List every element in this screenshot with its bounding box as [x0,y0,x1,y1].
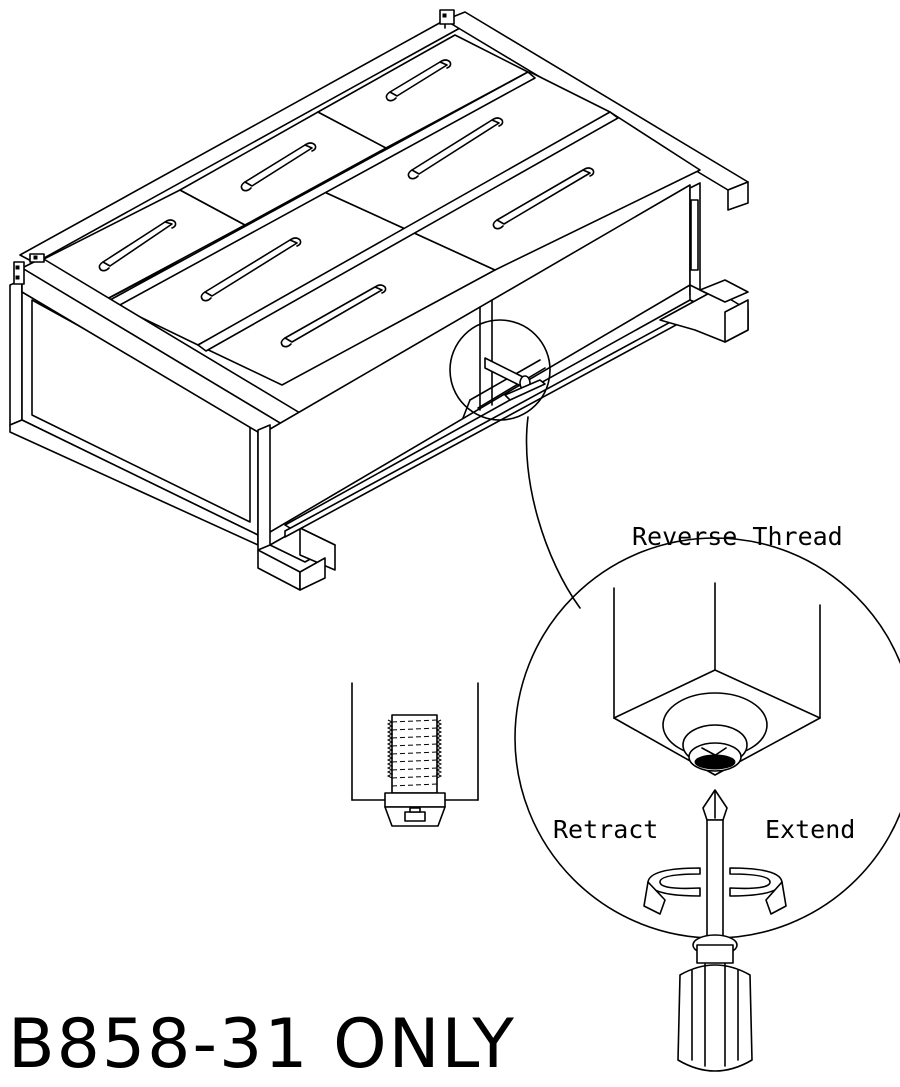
retract-label: Retract [553,815,658,844]
drawer-fronts [37,34,701,386]
leveler-nut [384,792,446,808]
drawer-handle-2 [240,142,317,192]
right-leg [659,182,749,343]
detail-leader-line [525,416,581,609]
cross-brace [462,359,546,419]
extend-label: Extend [765,815,855,844]
model-note-label: B858-31 ONLY [8,1005,516,1082]
corner-brackets [13,9,455,285]
leveler-section-view [351,682,479,827]
drawer-handle-6 [280,284,387,348]
drawer-handle-4 [200,237,302,302]
drawer-handle-5 [407,117,504,180]
threaded-stud [386,714,443,794]
detail-callout-circle [449,319,551,421]
drawer-handle-3 [385,59,452,102]
rear-foot [699,279,749,303]
reverse-thread-label: Reverse Thread [632,522,843,551]
drawer-handle-7 [492,167,595,230]
front-left-leg [257,424,336,591]
drawer-handles [98,59,595,348]
cabinet-assembly [9,9,749,591]
drawer-handle-1 [98,219,177,272]
screwdriver-icon [677,789,753,1072]
leveler-detail: Reverse Thread Retract Extend [514,522,900,1072]
rotation-arrows-icon [643,867,787,915]
leveler-location [484,357,546,401]
left-side-panel [9,279,259,546]
